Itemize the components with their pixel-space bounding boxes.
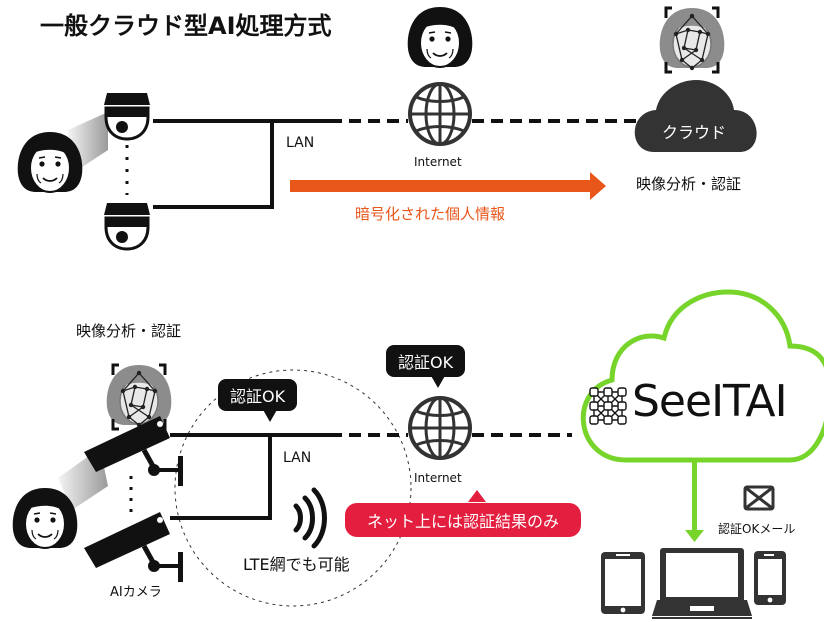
seeit-cloud: [580, 289, 824, 463]
auth-ok-bubble-lan: 認証OK: [218, 379, 298, 411]
cloud-analysis-caption: 映像分析・認証: [636, 175, 742, 193]
lan-label: LAN: [283, 450, 312, 466]
smartphone-icon: [754, 551, 786, 605]
face-recognition-icon: [105, 363, 173, 431]
laptop-icon: [652, 548, 752, 619]
dome-camera-icon: [102, 91, 152, 141]
lan-label: LAN: [286, 135, 315, 151]
net-only-result-label: ネット上には認証結果のみ: [345, 503, 582, 537]
cloud-label: クラウド: [662, 123, 727, 142]
notification-arrow: [685, 462, 704, 542]
mail-icon: [743, 485, 775, 511]
bottom-section: [11, 289, 824, 619]
internet-label: Internet: [414, 471, 462, 485]
dome-camera-icon: [102, 201, 152, 251]
tablet-icon: [601, 552, 645, 614]
face-recognition-icon: [658, 6, 726, 74]
globe-icon: [408, 82, 472, 146]
wireless-signal-icon: [293, 487, 327, 549]
internet-label: Internet: [414, 155, 462, 169]
lan-lines: [153, 119, 330, 209]
cloud-icon: [634, 80, 757, 152]
bubble-tail: [262, 408, 278, 422]
globe-icon: [408, 396, 472, 460]
bullet-camera-icon: [84, 512, 183, 582]
bubble-tail: [430, 374, 446, 388]
page-title: 一般クラウド型AI処理方式: [40, 12, 332, 40]
pill-tail: [468, 490, 486, 502]
auth-ok-mail-label: 認証OKメール: [718, 522, 796, 536]
seeit-brand-logo: SeeITAI: [632, 376, 788, 427]
encrypted-data-label: 暗号化された個人情報: [355, 205, 506, 223]
grid-logo-icon: [589, 387, 627, 425]
edge-zone-circle: [174, 369, 412, 607]
person-face-icon: [406, 6, 474, 68]
auth-ok-bubble-internet: 認証OK: [386, 345, 466, 377]
lte-label: LTE網でも可能: [243, 555, 350, 574]
lan-lines: [170, 433, 330, 520]
edge-analysis-caption: 映像分析・認証: [76, 322, 182, 340]
top-section: [16, 6, 757, 251]
ai-camera-label: AIカメラ: [110, 585, 162, 600]
encrypted-data-arrow: [290, 172, 606, 200]
